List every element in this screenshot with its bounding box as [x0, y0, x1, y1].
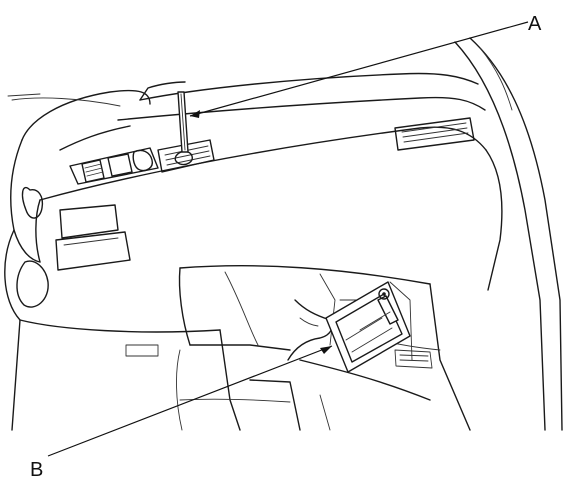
callout-a-arrowhead	[190, 110, 200, 118]
right-vent	[394, 117, 475, 151]
callout-a-label: A	[528, 13, 542, 35]
windshield-pillar	[454, 37, 563, 431]
left-vents	[69, 147, 159, 185]
callout-b: B	[30, 345, 333, 481]
center-console	[4, 139, 221, 333]
callout-a-leader	[189, 21, 529, 117]
callout-b-leader	[47, 345, 333, 457]
dashboard-top	[7, 72, 503, 291]
tool-a-rod	[177, 91, 189, 153]
tool-b-plate	[325, 281, 411, 373]
callout-b-label: B	[30, 459, 43, 481]
callout-b-arrowhead	[320, 346, 332, 354]
callout-a: A	[189, 13, 542, 118]
